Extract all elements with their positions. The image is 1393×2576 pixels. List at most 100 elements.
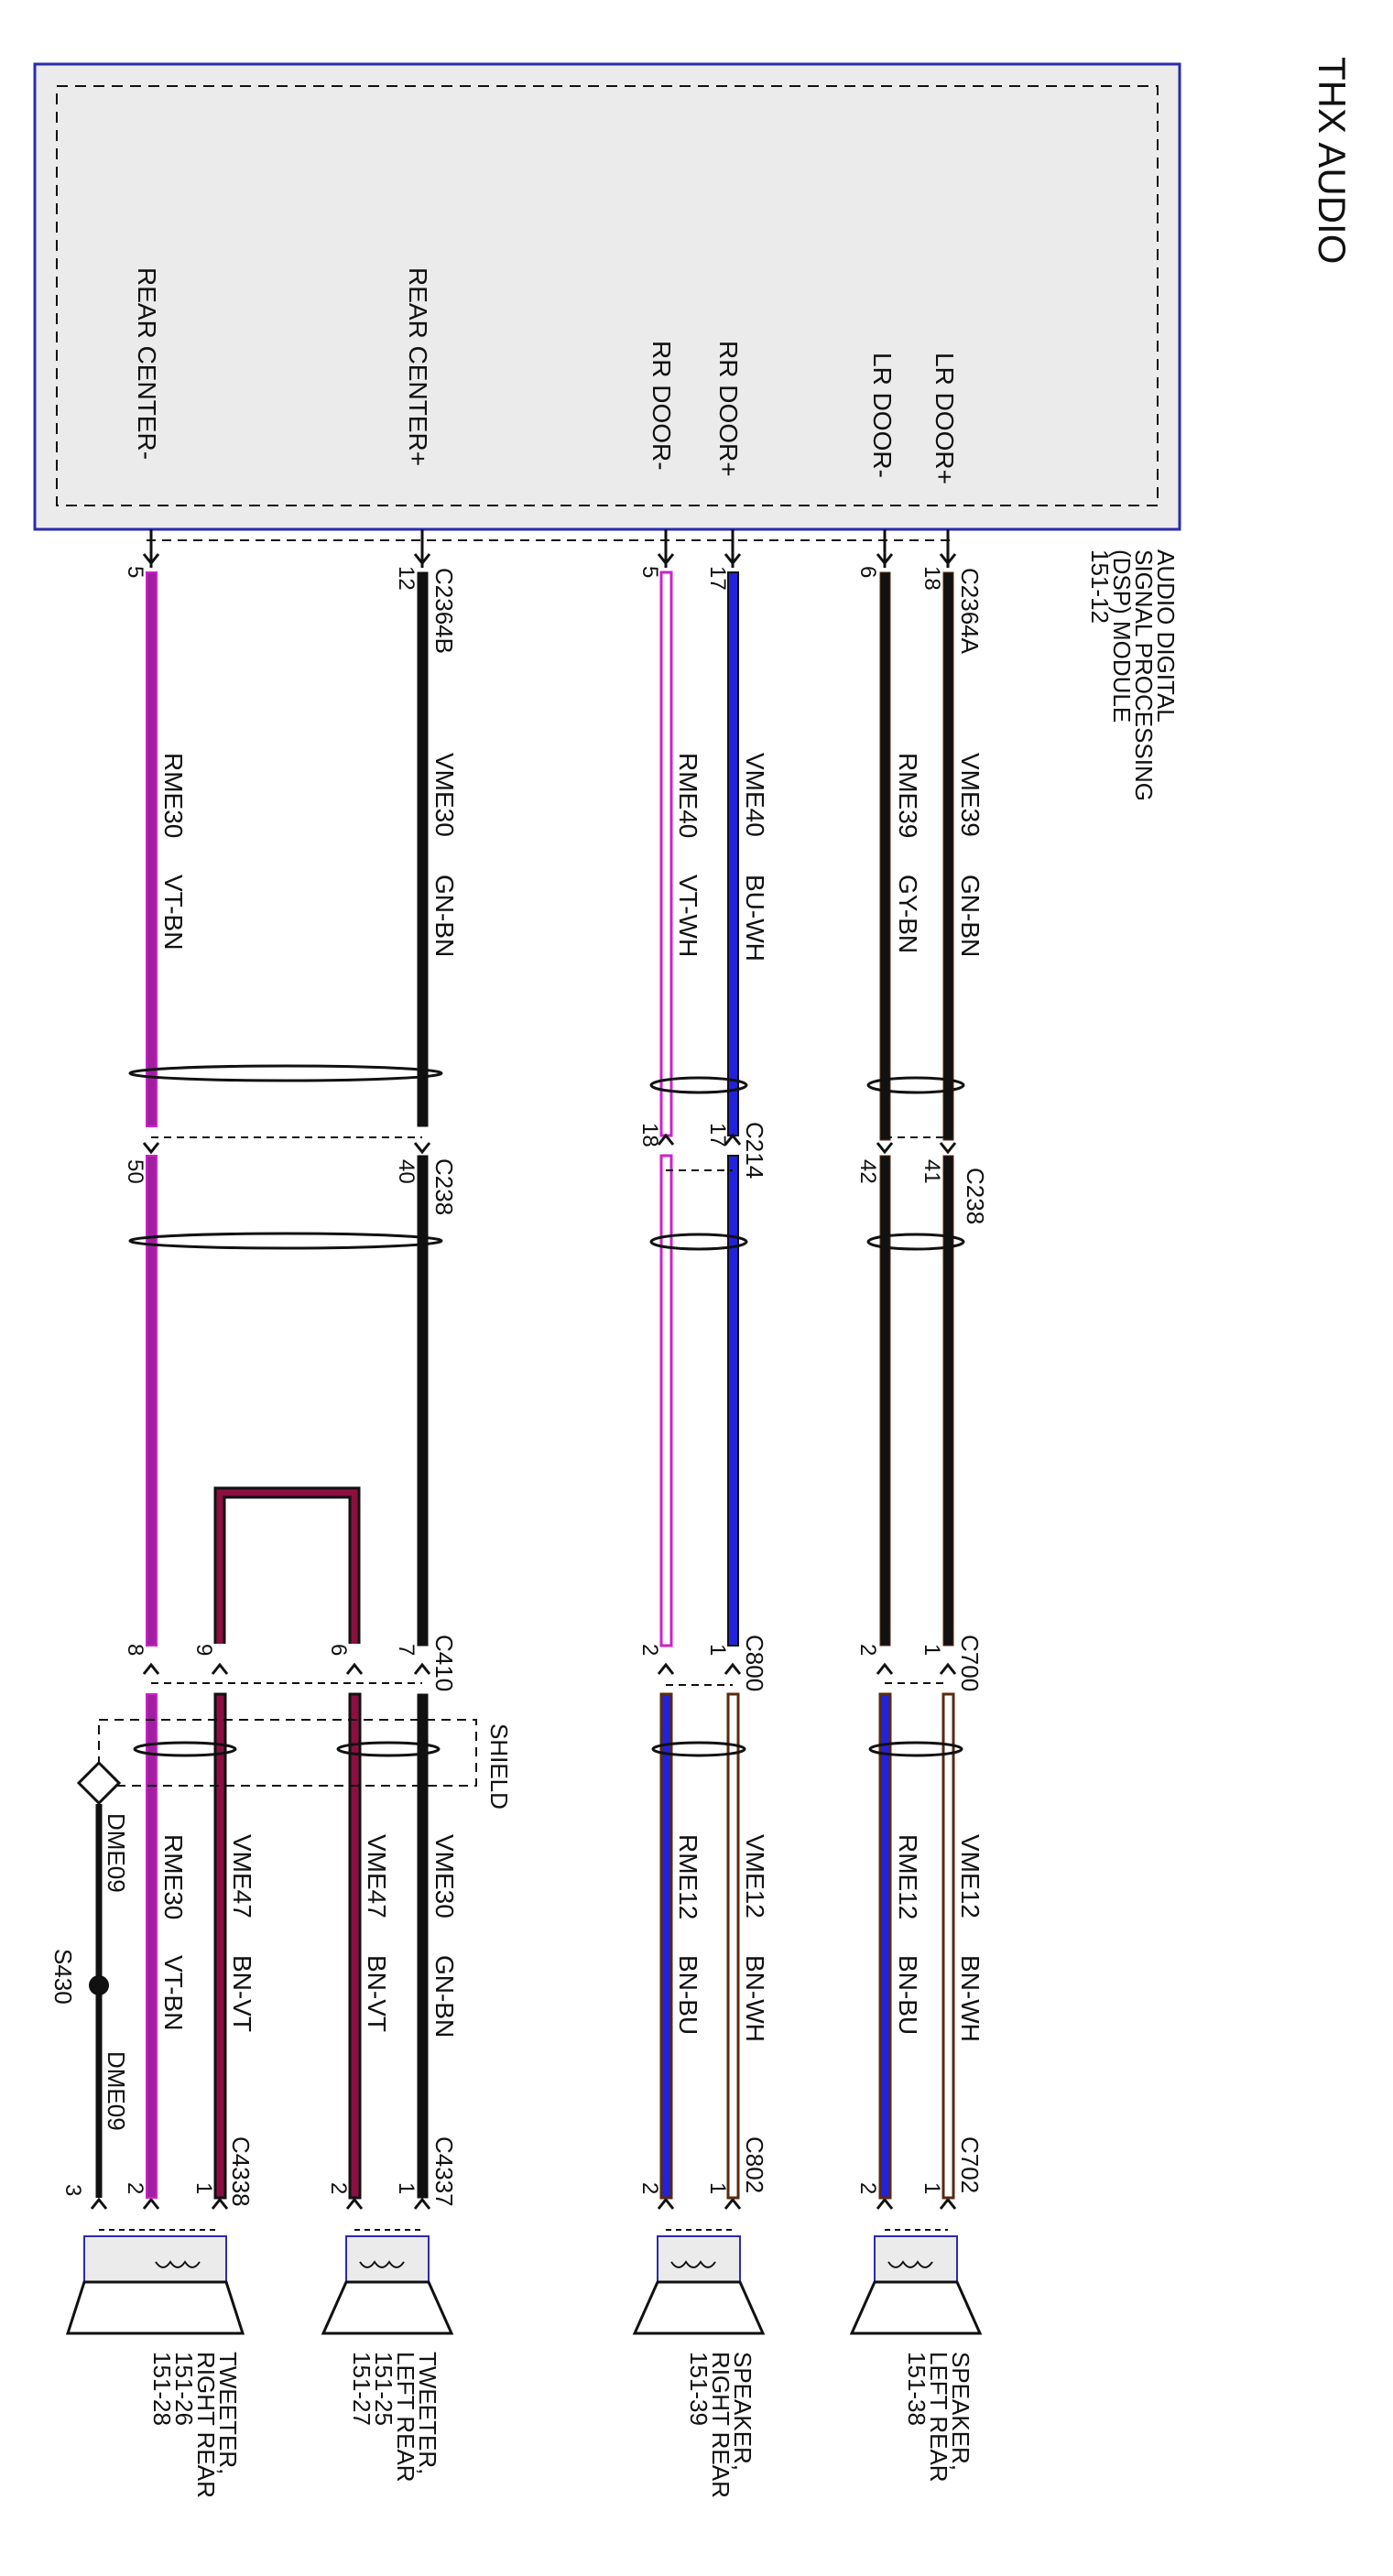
wire-vme40-mid [727, 1155, 739, 1647]
pin-number: 17 [705, 1123, 730, 1147]
pin-number: 9 [191, 1644, 216, 1656]
color-bn-bu: BN-BU [894, 1955, 922, 2035]
upper-wire-labels: VME39 GN-BN RME39 GY-BN VME40 BU-WH RME4… [159, 753, 985, 962]
module-label-line-2: SIGNAL PROCESSING [1130, 549, 1158, 801]
ground-symbol: S430 DME09 DME09 3 [49, 1760, 130, 2196]
chevron [90, 2197, 108, 2210]
circuit-rme30: RME30 [159, 753, 188, 838]
color-gn-bn: GN-BN [430, 875, 459, 957]
lower-wire-vme47-right [213, 1692, 227, 2200]
mid-connector-dashes [151, 1682, 948, 1686]
wire-vme30-upper [417, 571, 429, 1127]
pin-label-rear-center-minus: REAR CENTER- [133, 267, 161, 460]
circuit-rme40: RME40 [674, 753, 702, 838]
pin-number: 18 [920, 566, 944, 591]
circuit-rme30: RME30 [159, 1834, 188, 1919]
chevron [939, 553, 957, 566]
speaker-box [657, 2235, 741, 2283]
chevron [876, 2197, 894, 2210]
color-gn-bn: GN-BN [956, 875, 985, 957]
wire-vme39-mid [942, 1155, 954, 1647]
twist-mark [128, 1064, 443, 1082]
twist-mark [128, 1232, 443, 1250]
speaker-label-line: 151-26 [170, 2352, 198, 2426]
tweeter-right-rear-icon [65, 2229, 245, 2335]
connector-c238-left: C238 [430, 1158, 458, 1215]
chevron [345, 2197, 364, 2210]
inline-connector-dashes [151, 1136, 948, 1171]
coil [359, 2260, 405, 2268]
circuit-rme39: RME39 [894, 753, 922, 838]
speaker-box [874, 2235, 958, 2283]
pin-label-lr-door-plus: LR DOOR+ [930, 353, 959, 484]
pin-number: 2 [637, 2182, 662, 2194]
connector-chevrons [90, 553, 957, 2210]
chevron [724, 1133, 742, 1146]
twist-mark [866, 1076, 965, 1094]
speaker-cone-icon [632, 2280, 766, 2335]
speaker-label-line: LEFT REAR [925, 2352, 952, 2483]
circuit-vme40: VME40 [741, 753, 769, 837]
wire-rme40 [659, 529, 673, 1647]
connector-names-upper: C2364A C2364B C238 C214 C238 [430, 568, 989, 1224]
color-bn-vt: BN-VT [228, 1955, 256, 2032]
ground-circuit-upper: DME09 [103, 1813, 130, 1893]
dsp-module-inner-dashed [56, 85, 1159, 506]
pin-number: 2 [123, 2182, 147, 2194]
module-label-line-1: AUDIO DIGITAL [1152, 549, 1180, 723]
pin-number: 6 [326, 1644, 351, 1656]
circuit-vme47: VME47 [363, 1834, 391, 1918]
chevron [939, 2197, 957, 2210]
chevron [413, 2197, 431, 2210]
pin-number: 6 [855, 566, 880, 578]
chevron [142, 1142, 160, 1155]
chevron [657, 553, 675, 566]
speaker-label-line: 151-25 [370, 2352, 397, 2426]
shield-label: SHIELD [485, 1723, 513, 1810]
speaker-box [345, 2235, 430, 2283]
pin-number: 1 [394, 2182, 419, 2194]
chevron [724, 2197, 742, 2210]
connector-c2364b: C2364B [430, 568, 458, 654]
connector-names-lower: C702 C802 C4337 C4338 [227, 2136, 984, 2207]
twist-mark [649, 1076, 748, 1094]
speaker-cone-icon [849, 2280, 983, 2335]
chevron [413, 553, 431, 566]
splice-dot-icon [89, 1975, 109, 1995]
pin-number: 1 [191, 2182, 216, 2194]
twisted-pair-marks-lower [133, 1741, 963, 1757]
twist-mark [651, 1741, 746, 1757]
speaker-label-line: 151-27 [348, 2352, 375, 2426]
pin-number: 8 [123, 1644, 147, 1656]
wire-vme39 [942, 529, 954, 1647]
tweeter-left-rear-icon [321, 2229, 454, 2335]
color-bn-vt: BN-VT [363, 1955, 391, 2032]
diagram-title: THX AUDIO [1311, 57, 1354, 264]
pin-number: 2 [855, 1644, 880, 1656]
pin-number: 18 [637, 1123, 662, 1147]
pin-label-rr-door-minus: RR DOOR- [648, 341, 676, 471]
lower-wire-rme12-rr [659, 1692, 673, 2200]
chevron [876, 1142, 894, 1155]
twist-mark [866, 1233, 965, 1251]
lower-wire-rme12-lr [878, 1692, 892, 2200]
module-label-line-3: (DSP) MODULE [1108, 549, 1136, 723]
pin-number: 1 [920, 1644, 944, 1656]
connector-c214: C214 [741, 1122, 768, 1179]
wire-vme40-upper [727, 571, 739, 1136]
pin-number: 40 [394, 1159, 419, 1184]
speaker-labels: SPEAKER, LEFT REAR 151-38 SPEAKER, RIGHT… [148, 2352, 974, 2498]
pin-number: 2 [637, 1644, 662, 1656]
speaker-label-line: RIGHT REAR [192, 2352, 220, 2498]
jumper-path [213, 1486, 361, 1644]
connector-c702: C702 [956, 2136, 984, 2193]
wire-vme39-upper [942, 571, 954, 1141]
speaker-label-line: SPEAKER, [947, 2352, 974, 2471]
connector-c2364a: C2364A [956, 568, 984, 655]
circuit-vme12: VME12 [741, 1834, 769, 1918]
module-label-line-4: 151-12 [1086, 549, 1114, 624]
chevron [142, 2197, 160, 2210]
connector-c410: C410 [430, 1635, 458, 1691]
twist-mark [133, 1741, 237, 1757]
connector-c802: C802 [741, 2136, 768, 2193]
